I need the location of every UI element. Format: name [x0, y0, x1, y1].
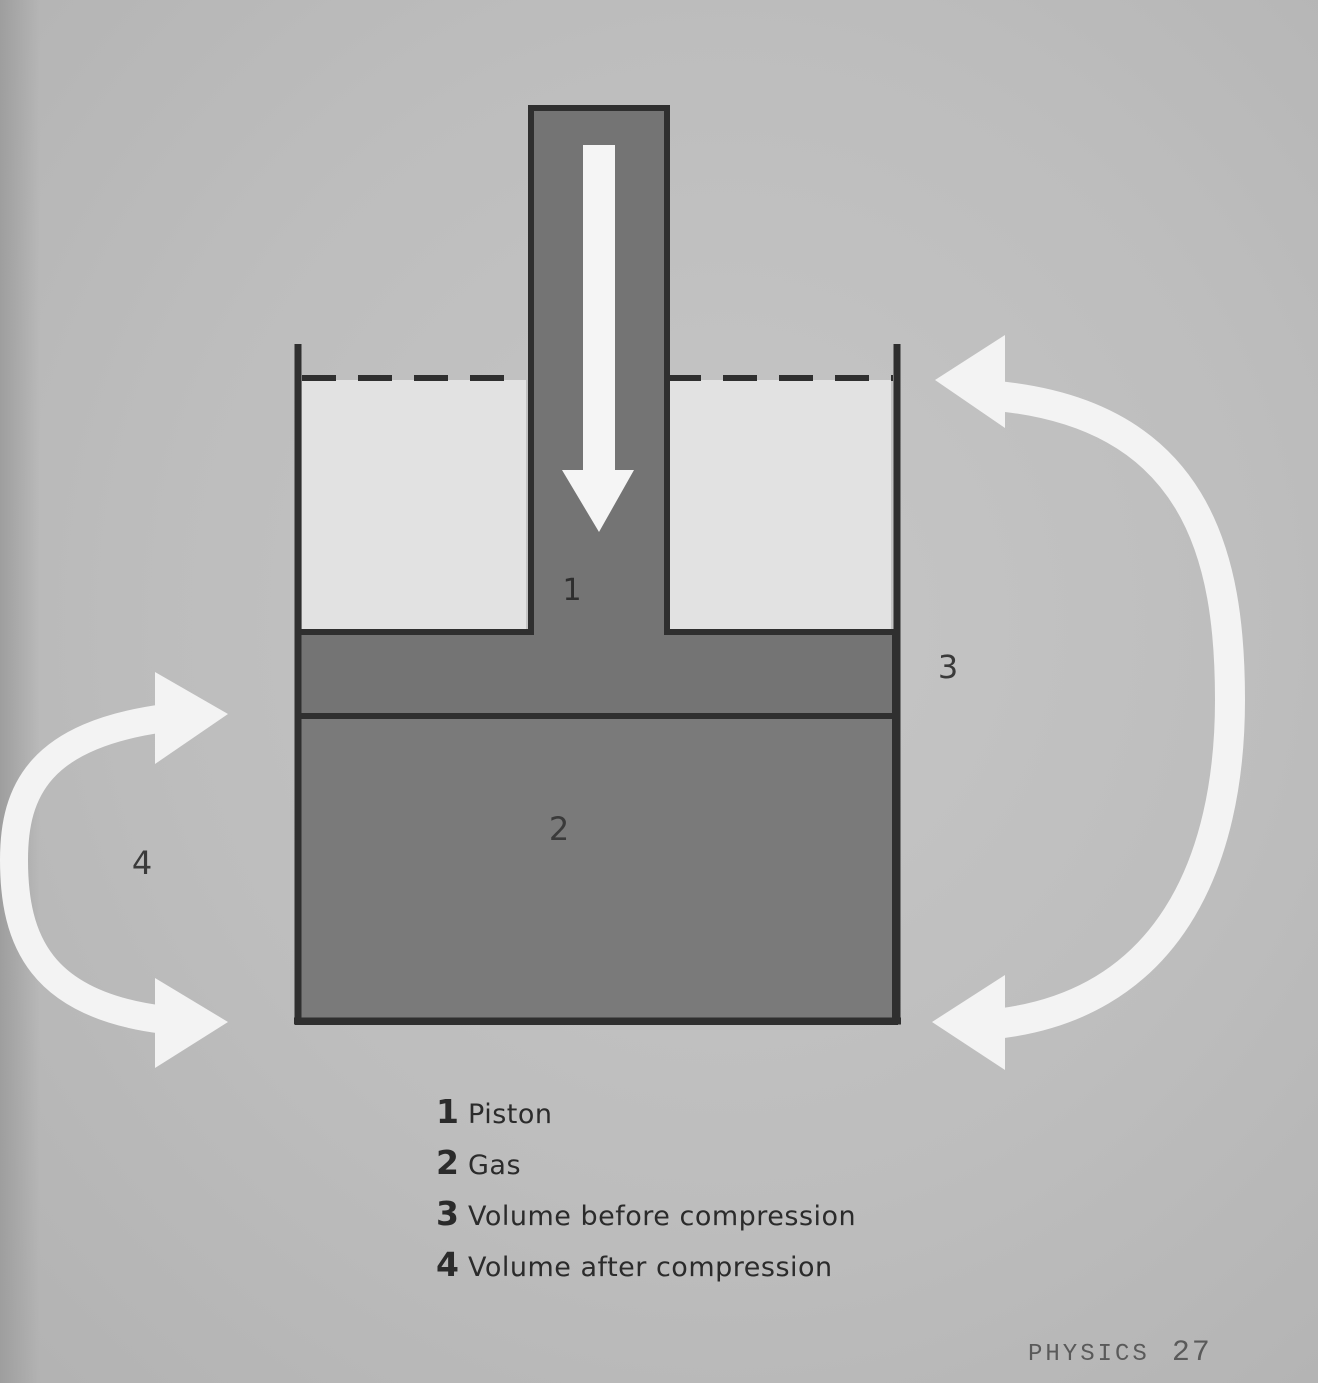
legend-number: 3 [436, 1194, 459, 1233]
legend-text: Gas [468, 1150, 522, 1181]
legend-text: Volume after compression [468, 1252, 833, 1283]
empty-space-left [302, 380, 526, 632]
legend-item: 4 Volume after compression [436, 1239, 856, 1290]
volume-after-marker: 4 [132, 844, 152, 882]
gas-chamber [295, 713, 898, 1025]
volume-after-arrow-icon [0, 672, 228, 1068]
legend-number: 1 [436, 1092, 459, 1131]
piston-marker: 1 [562, 573, 581, 608]
legend-text: Piston [468, 1099, 553, 1130]
page-number: 27 [1171, 1336, 1212, 1370]
gas-marker: 2 [549, 810, 569, 848]
volume-before-marker: 3 [938, 648, 958, 686]
legend-item: 1 Piston [436, 1086, 856, 1137]
empty-space-right [667, 380, 891, 632]
legend-item: 3 Volume before compression [436, 1188, 856, 1239]
section-title: PHYSICS [1028, 1341, 1150, 1368]
page-footer: PHYSICS 27 [1028, 1336, 1212, 1370]
legend-number: 2 [436, 1143, 459, 1182]
legend-item: 2 Gas [436, 1137, 856, 1188]
down-arrow-icon [562, 145, 634, 532]
legend-number: 4 [436, 1245, 459, 1284]
legend-text: Volume before compression [468, 1201, 857, 1232]
volume-before-arrow-icon [932, 335, 1246, 1070]
